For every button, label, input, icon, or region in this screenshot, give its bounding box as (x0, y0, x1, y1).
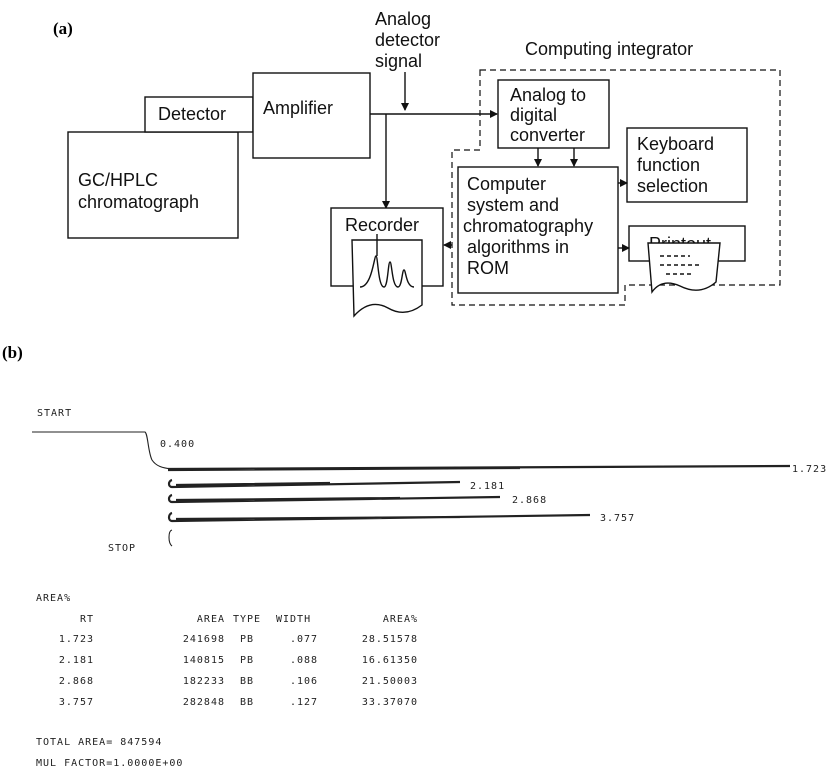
svg-text:3.757: 3.757 (59, 697, 94, 708)
report-row: 3.757 282848 BB .127 33.37070 (59, 697, 418, 708)
stop-tail-trace (168, 529, 173, 547)
peak-2868 (167, 493, 501, 504)
col-header-rt: RT (80, 614, 94, 625)
col-header-type: TYPE (233, 614, 261, 625)
recorder-chart-paper-icon (351, 234, 423, 318)
svg-text:PB: PB (240, 655, 254, 666)
peak-2181 (167, 478, 461, 489)
computer-label-3: chromatography (463, 216, 593, 236)
panel-b-label: (b) (2, 343, 23, 362)
col-header-width: WIDTH (276, 614, 311, 625)
svg-text:1.723: 1.723 (59, 634, 94, 645)
computer-label-4: algorithms in (467, 237, 569, 257)
amplifier-label: Amplifier (263, 98, 333, 118)
rt-label-2181: 2.181 (470, 481, 505, 492)
col-header-area-pct: AREA% (383, 614, 418, 625)
adc-box (497, 79, 610, 149)
svg-text:241698: 241698 (183, 634, 225, 645)
recorder-label: Recorder (345, 215, 419, 235)
amplifier-box (252, 72, 371, 159)
peak-1723 (167, 464, 791, 472)
svg-text:282848: 282848 (183, 697, 225, 708)
svg-text:signal: signal (375, 51, 422, 71)
rt-label-0400: 0.400 (160, 439, 195, 450)
adc-label-3: converter (510, 125, 585, 145)
svg-text:PB: PB (240, 634, 254, 645)
keyboard-label-3: selection (637, 176, 708, 196)
svg-text:28.51578: 28.51578 (362, 634, 418, 645)
svg-text:2.868: 2.868 (59, 676, 94, 687)
rt-label-2868: 2.868 (512, 495, 547, 506)
computing-integrator-boundary (451, 69, 781, 306)
svg-text:.077: .077 (290, 634, 318, 645)
svg-text:BB: BB (240, 676, 254, 687)
adc-label-1: Analog to (510, 85, 586, 105)
rt-label-1723: 1.723 (792, 464, 827, 475)
report-header-row: RT AREA TYPE WIDTH AREA% (80, 614, 418, 625)
computer-label-2: system and (467, 195, 559, 215)
analog-signal-label: Analog detector signal (375, 9, 440, 71)
printout-paper-icon (647, 242, 721, 294)
total-area-line: TOTAL AREA= 847594 (36, 737, 162, 748)
start-label: START (37, 408, 72, 419)
svg-text:21.50003: 21.50003 (362, 676, 418, 687)
col-header-area: AREA (197, 614, 225, 625)
report-row: 1.723 241698 PB .077 28.51578 (59, 634, 418, 645)
stop-label: STOP (108, 543, 136, 554)
keyboard-label-2: function (637, 155, 700, 175)
svg-text:BB: BB (240, 697, 254, 708)
panel-a-label: (a) (53, 19, 73, 38)
svg-text:16.61350: 16.61350 (362, 655, 418, 666)
area-report: AREA% RT AREA TYPE WIDTH AREA% 1.723 241… (36, 593, 418, 769)
svg-text:182233: 182233 (183, 676, 225, 687)
panel-a: (a) Analog detector signal Computing int… (53, 9, 781, 318)
detector-label: Detector (158, 104, 226, 124)
svg-text:.106: .106 (290, 676, 318, 687)
report-row: 2.868 182233 BB .106 21.50003 (59, 676, 418, 687)
computer-system-box (457, 166, 619, 294)
report-row: 2.181 140815 PB .088 16.61350 (59, 655, 418, 666)
keyboard-box (626, 127, 748, 203)
rt-label-3757: 3.757 (600, 513, 635, 524)
mul-factor-line: MUL FACTOR=1.0000E+00 (36, 758, 183, 769)
peak-3757 (167, 511, 591, 523)
baseline-trace (32, 431, 173, 470)
computer-label-5: ROM (467, 258, 509, 278)
gc-hplc-label-1: GC/HPLC (78, 170, 158, 190)
svg-text:.088: .088 (290, 655, 318, 666)
keyboard-label-1: Keyboard (637, 134, 714, 154)
detector-box (144, 96, 254, 133)
svg-text:33.37070: 33.37070 (362, 697, 418, 708)
adc-label-2: digital (510, 105, 557, 125)
svg-text:140815: 140815 (183, 655, 225, 666)
svg-text:.127: .127 (290, 697, 318, 708)
svg-text:Analog: Analog (375, 9, 431, 29)
computing-integrator-label: Computing integrator (525, 39, 693, 59)
svg-text:2.181: 2.181 (59, 655, 94, 666)
gc-hplc-label-2: chromatograph (78, 192, 199, 212)
panel-b: (b) START 0.400 1.723 2.181 2.868 3.757 … (2, 343, 827, 769)
computer-label-1: Computer (467, 174, 546, 194)
svg-text:detector: detector (375, 30, 440, 50)
report-heading: AREA% (36, 593, 71, 604)
